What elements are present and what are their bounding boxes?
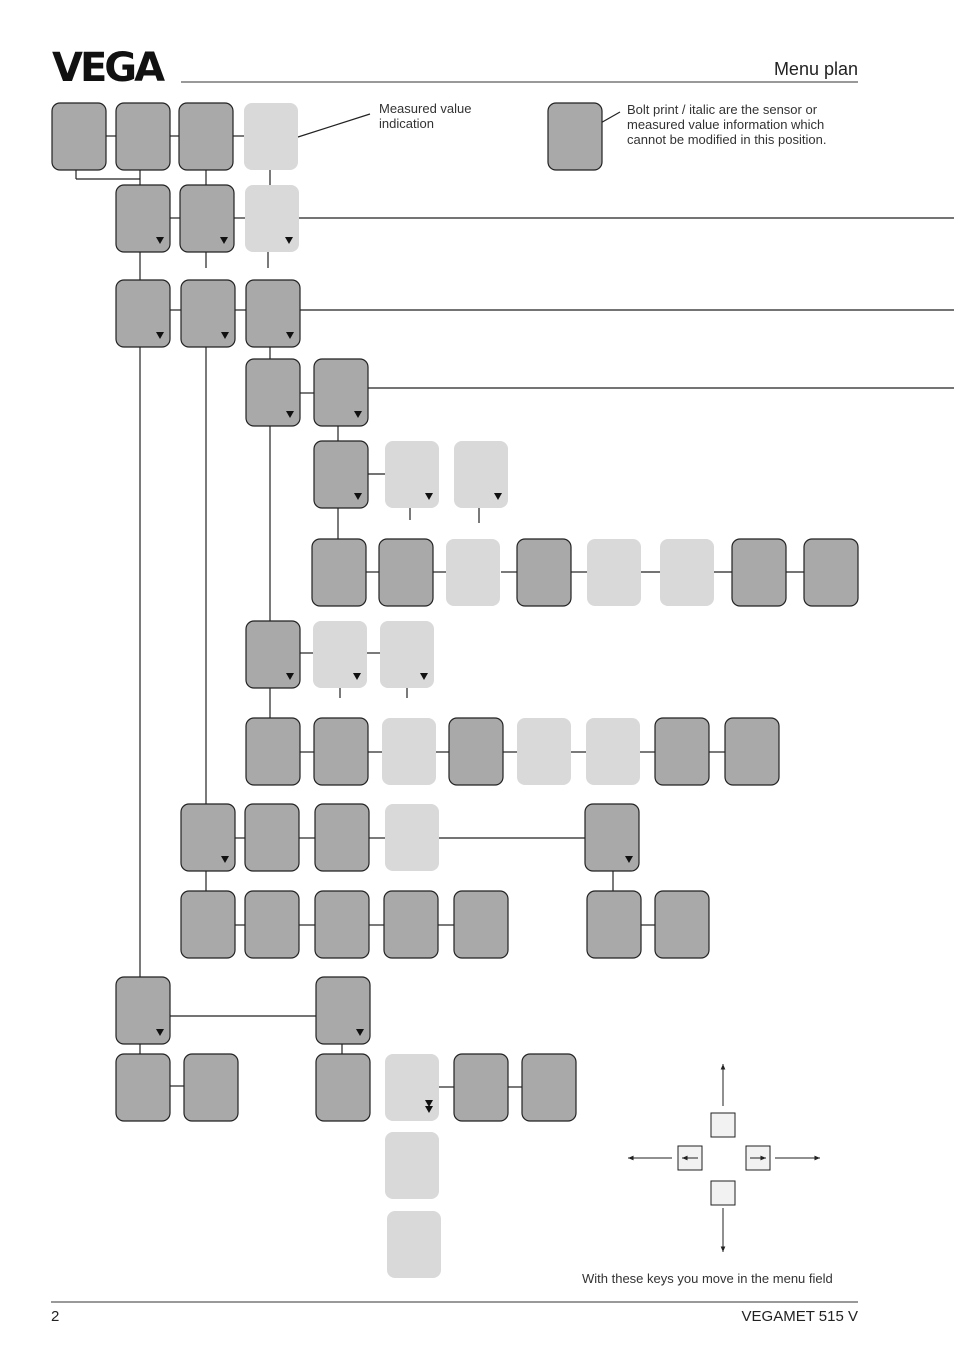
menu-box-editable: [244, 103, 298, 170]
menu-box-editable: [660, 539, 714, 606]
down-arrow-icon: [354, 493, 362, 500]
menu-box-editable: [313, 621, 367, 688]
product-name: VEGAMET 515 V: [741, 1308, 858, 1325]
menu-box-fixed: [383, 890, 439, 959]
menu-box-fixed: [654, 717, 710, 786]
menu-box-editable: [380, 621, 434, 688]
down-arrow-icon: [420, 673, 428, 680]
down-arrow-icon: [356, 1029, 364, 1036]
menu-box-fixed: [245, 620, 301, 689]
menu-box-fixed: [315, 1053, 371, 1122]
menu-box-fixed: [51, 102, 107, 171]
menu-box-fixed: [245, 279, 301, 348]
menu-box-fixed: [313, 440, 369, 509]
menu-box-fixed: [244, 890, 300, 959]
down-arrow-icon: [425, 1106, 433, 1113]
down-arrow-icon: [221, 856, 229, 863]
down-arrow-icon: [156, 332, 164, 339]
menu-box-editable: [385, 1132, 439, 1199]
menu-box-fixed: [731, 538, 787, 607]
down-arrow-icon: [353, 673, 361, 680]
connector-line: [297, 113, 371, 138]
page-title: Menu plan: [773, 59, 858, 79]
menu-box-fixed: [180, 803, 236, 872]
menu-box-fixed: [178, 102, 234, 171]
menu-box-fixed: [315, 976, 371, 1045]
menu-box-fixed: [453, 1053, 509, 1122]
menu-box-editable: [587, 539, 641, 606]
menu-box-editable: [517, 718, 571, 785]
menu-box-fixed: [654, 890, 710, 959]
menu-box-editable: [382, 718, 436, 785]
down-arrow-icon: [286, 673, 294, 680]
down-arrow-icon: [625, 856, 633, 863]
down-arrow-icon: [286, 411, 294, 418]
menu-box-fixed: [803, 538, 859, 607]
menu-box-fixed: [115, 976, 171, 1045]
up-key-icon: [710, 1112, 736, 1138]
menu-box-fixed: [313, 358, 369, 427]
menu-box-fixed: [521, 1053, 577, 1122]
arrowhead-icon: [720, 1246, 726, 1252]
menu-box-fixed: [115, 279, 171, 348]
menu-box-editable: [586, 718, 640, 785]
down-arrow-icon: [494, 493, 502, 500]
down-arrow-icon: [286, 332, 294, 339]
arrowhead-icon: [760, 1155, 766, 1161]
menu-box-editable: [387, 1211, 441, 1278]
arrowhead-icon: [720, 1064, 726, 1070]
menu-box-fixed: [179, 184, 235, 253]
menu-box-fixed: [448, 717, 504, 786]
menu-box-fixed: [584, 803, 640, 872]
menu-box-editable: [385, 441, 439, 508]
menu-box-fixed: [180, 890, 236, 959]
menu-box-fixed: [313, 717, 369, 786]
down-arrow-icon: [425, 1100, 433, 1107]
measured-value-note: Measured value indication: [379, 101, 472, 131]
menu-box-fixed: [314, 803, 370, 872]
legend-note: Bolt print / italic are the sensor or me…: [627, 102, 827, 147]
keys-caption: With these keys you move in the menu fie…: [582, 1271, 833, 1286]
arrowhead-icon: [814, 1155, 820, 1161]
menu-box-fixed: [547, 102, 603, 171]
down-key-icon: [710, 1180, 736, 1206]
vega-logo: VEGA: [52, 45, 165, 91]
down-arrow-icon: [425, 493, 433, 500]
menu-box-editable: [446, 539, 500, 606]
menu-box-fixed: [244, 803, 300, 872]
menu-box-editable: [454, 441, 508, 508]
menu-box-fixed: [183, 1053, 239, 1122]
down-arrow-icon: [221, 332, 229, 339]
menu-box-editable: [385, 804, 439, 871]
arrowhead-icon: [628, 1155, 634, 1161]
menu-box-editable: [385, 1054, 439, 1121]
down-arrow-icon: [220, 237, 228, 244]
menu-box-editable: [245, 185, 299, 252]
arrowhead-icon: [682, 1155, 688, 1161]
menu-box-fixed: [115, 102, 171, 171]
menu-box-fixed: [180, 279, 236, 348]
menu-box-fixed: [314, 890, 370, 959]
down-arrow-icon: [285, 237, 293, 244]
menu-box-fixed: [245, 717, 301, 786]
down-arrow-icon: [156, 1029, 164, 1036]
menu-box-fixed: [724, 717, 780, 786]
menu-box-fixed: [311, 538, 367, 607]
menu-box-fixed: [245, 358, 301, 427]
menu-box-fixed: [378, 538, 434, 607]
menu-box-fixed: [453, 890, 509, 959]
page-number: 2: [51, 1308, 60, 1325]
menu-box-fixed: [516, 538, 572, 607]
menu-box-fixed: [115, 1053, 171, 1122]
menu-box-fixed: [586, 890, 642, 959]
down-arrow-icon: [354, 411, 362, 418]
menu-box-fixed: [115, 184, 171, 253]
down-arrow-icon: [156, 237, 164, 244]
